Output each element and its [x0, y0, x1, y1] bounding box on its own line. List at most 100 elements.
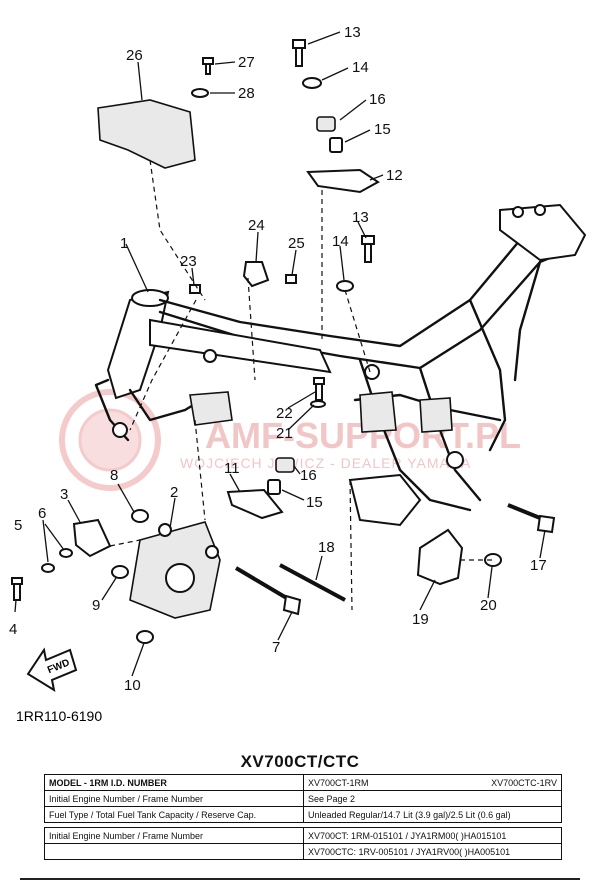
- part-26-cover: [97, 99, 196, 169]
- spec-row-initial-ctc: XV700CTC: 1RV-005101 / JYA1RV00( )HA0051…: [44, 843, 562, 860]
- part-6-washer: [59, 548, 73, 558]
- callout-23: 23: [180, 253, 197, 270]
- callout-17: 17: [530, 557, 547, 574]
- callout-4: 4: [9, 621, 17, 638]
- part-5-washer: [41, 563, 55, 573]
- callout-24: 24: [248, 217, 265, 234]
- part-22-bolt: [313, 377, 325, 401]
- model-title: XV700CT/CTC: [240, 752, 360, 771]
- part-25-bolt: [285, 274, 297, 284]
- callout-5: 5: [14, 517, 22, 534]
- callout-18: 18: [318, 539, 335, 556]
- part-20-nut: [484, 553, 502, 567]
- spec-label: Initial Engine Number / Frame Number: [44, 827, 304, 844]
- spec-row-model: MODEL - 1RM I.D. NUMBER XV700CT-1RM XV70…: [44, 774, 562, 791]
- part-13-bolt-mid: [361, 235, 375, 263]
- rear-stay: [513, 260, 542, 382]
- callout-25: 25: [288, 235, 305, 252]
- callout-15-top: 15: [374, 121, 391, 138]
- spec-row-engine: Initial Engine Number / Frame Number See…: [44, 790, 562, 807]
- watermark-logo-ring: [59, 389, 161, 491]
- part-8-nut: [131, 509, 149, 523]
- part-12-bracket: [306, 168, 380, 194]
- part-24-clamp: [242, 261, 270, 288]
- part-2-bore: [165, 563, 195, 593]
- engine-mount-rear-2: [419, 397, 453, 433]
- callout-19: 19: [412, 611, 429, 628]
- spec-label: Initial Engine Number / Frame Number: [44, 790, 304, 807]
- callout-13-top: 13: [344, 24, 361, 41]
- callout-labels: 26 27 28 13 14 16 15 12 13 14 1 23 24 25…: [9, 24, 547, 694]
- callout-9: 9: [92, 597, 100, 614]
- dash-18: [349, 479, 353, 611]
- spec-row-fuel: Fuel Type / Total Fuel Tank Capacity / R…: [44, 806, 562, 823]
- head-pipe-top: [131, 289, 169, 307]
- dash-2: [194, 419, 206, 521]
- part-19-bracket: [416, 528, 464, 586]
- part-16-damper-top: [316, 116, 336, 132]
- callout-27: 27: [238, 54, 255, 71]
- rear-bolt: [512, 206, 524, 218]
- spec-value: XV700CT-1RM: [302, 774, 428, 791]
- spec-value: XV700CTC-1RV: [427, 774, 562, 791]
- callout-7: 7: [272, 639, 280, 656]
- dash-3: [109, 539, 141, 547]
- callout-14-mid: 14: [332, 233, 349, 250]
- part-15-collar-top: [329, 137, 343, 153]
- head-pipe: [106, 290, 170, 400]
- part-10-nut: [136, 630, 154, 644]
- backbone: [149, 318, 332, 374]
- spec-label: Fuel Type / Total Fuel Tank Capacity / R…: [44, 806, 304, 823]
- diagram-code: 1RR110-6190: [16, 708, 102, 724]
- spec-label: [44, 843, 304, 860]
- part-14-nut-mid: [336, 280, 354, 292]
- part-23-bolt: [189, 284, 201, 294]
- spec-value: XV700CT: 1RM-015101 / JYA1RM00( )HA01510…: [303, 827, 562, 844]
- callout-22: 22: [276, 405, 293, 422]
- callout-15-low: 15: [306, 494, 323, 511]
- dash-24: [247, 277, 256, 381]
- frame-hole-2: [364, 364, 380, 380]
- spec-table: MODEL - 1RM I.D. NUMBER XV700CT-1RM XV70…: [44, 774, 562, 860]
- rear-bracket: [499, 203, 587, 262]
- part-7-bolt-shank: [234, 566, 292, 602]
- callout-11: 11: [224, 460, 240, 477]
- callout-14-top: 14: [352, 59, 369, 76]
- part-2-hole: [158, 523, 172, 537]
- dash-26: [149, 159, 206, 301]
- spec-row-initial: Initial Engine Number / Frame Number XV7…: [44, 827, 562, 844]
- frame-hole: [203, 349, 217, 363]
- part-3-bracket: [72, 518, 112, 558]
- part-16-damper-low: [275, 457, 295, 473]
- callout-10: 10: [124, 677, 141, 694]
- callout-16-top: 16: [369, 91, 386, 108]
- main-frame: [94, 203, 587, 527]
- part-18-bolt: [279, 563, 346, 602]
- part-28-washer: [191, 88, 209, 98]
- dash-23: [129, 299, 197, 431]
- part-27-screw: [202, 57, 214, 75]
- spec-value: Unleaded Regular/14.7 Lit (3.9 gal)/2.5 …: [303, 806, 562, 823]
- engine-mount-rear: [359, 391, 397, 433]
- spec-value: See Page 2: [303, 790, 562, 807]
- part-11-bracket: [226, 488, 284, 520]
- part-15-collar-low: [267, 479, 281, 495]
- frame-parts-diagram: AMF-SUPPORT.PL WOJCIECH JAWICZ - DEALER …: [9, 24, 587, 724]
- part-17-bolt-head: [536, 514, 556, 534]
- frame-hole-4: [112, 422, 128, 438]
- spec-label: MODEL - 1RM I.D. NUMBER: [44, 774, 304, 791]
- callout-20: 20: [480, 597, 497, 614]
- part-13-bolt-top: [292, 39, 306, 67]
- part-9-nut: [111, 565, 129, 579]
- part-14-nut-top: [302, 77, 322, 89]
- callout-12: 12: [386, 167, 403, 184]
- engine-mount-front: [189, 391, 233, 426]
- bottom-rule: [20, 878, 580, 880]
- callout-26: 26: [126, 47, 143, 64]
- part-4-bolt: [11, 577, 23, 601]
- part-21-washer: [310, 400, 326, 408]
- frame-hole-3: [446, 451, 464, 469]
- footrest-bracket: [348, 473, 422, 527]
- callout-1: 1: [120, 235, 128, 252]
- seat-stay: [468, 298, 507, 452]
